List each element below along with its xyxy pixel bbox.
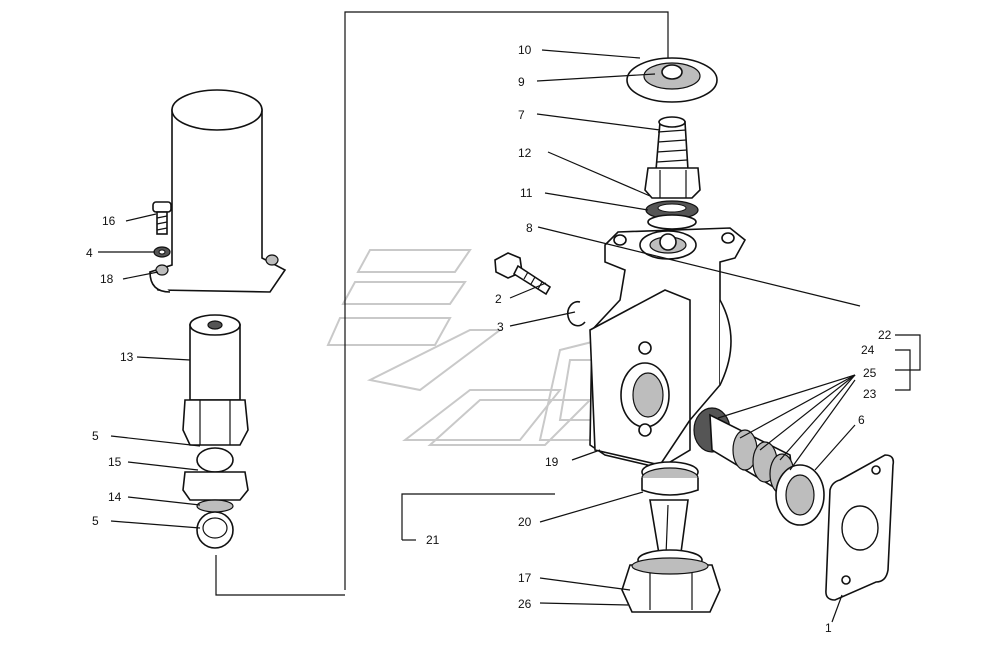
inlet-fitting — [621, 499, 721, 613]
valve-fitting — [644, 167, 701, 199]
callout-26: 26 — [518, 597, 532, 611]
callout-20: 20 — [518, 515, 532, 529]
callout-19: 19 — [545, 455, 559, 469]
callout-14: 14 — [108, 490, 122, 504]
snap-ring — [566, 300, 586, 327]
callout-17: 17 — [518, 571, 532, 585]
mounting-bolt — [494, 252, 552, 296]
leader-lines — [98, 49, 921, 623]
callout-11: 11 — [520, 186, 533, 200]
callout-23: 23 — [863, 387, 877, 401]
callout-22: 22 — [878, 328, 892, 342]
valve-spring — [655, 116, 689, 171]
callout-7: 7 — [518, 108, 525, 122]
callout-5b: 5 — [92, 514, 99, 528]
cap-screw — [152, 201, 172, 235]
callout-1: 1 — [825, 621, 832, 635]
callout-25: 25 — [863, 366, 877, 380]
callout-5a: 5 — [92, 429, 99, 443]
pump-body — [589, 227, 747, 469]
gasket-plate — [825, 454, 895, 601]
strainer-washer — [775, 464, 825, 526]
callout-15: 15 — [108, 455, 122, 469]
callout-18: 18 — [100, 272, 114, 286]
primer-pump-assembly — [182, 314, 249, 549]
callout-16: 16 — [102, 214, 116, 228]
fuel-strainer — [693, 407, 796, 502]
callout-4: 4 — [86, 246, 93, 260]
callout-13: 13 — [120, 350, 134, 364]
watermark-logo — [326, 249, 612, 446]
callout-3: 3 — [497, 320, 504, 334]
callout-21: 21 — [426, 533, 440, 547]
spring-washer — [153, 246, 171, 258]
callout-8: 8 — [526, 221, 533, 235]
callout-24: 24 — [861, 343, 875, 357]
callout-12: 12 — [518, 146, 532, 160]
callout-labels: 10 9 7 12 11 8 2 3 16 4 18 13 5 15 14 5 … — [86, 43, 892, 635]
sealing-washers — [645, 200, 699, 230]
seal-ring — [641, 461, 699, 496]
callout-10: 10 — [518, 43, 532, 57]
callout-9: 9 — [518, 75, 525, 89]
connection-lines — [215, 11, 669, 596]
valve-cover — [626, 57, 718, 103]
callout-2: 2 — [495, 292, 502, 306]
filter-housing-cap — [148, 89, 287, 293]
callout-6: 6 — [858, 413, 865, 427]
